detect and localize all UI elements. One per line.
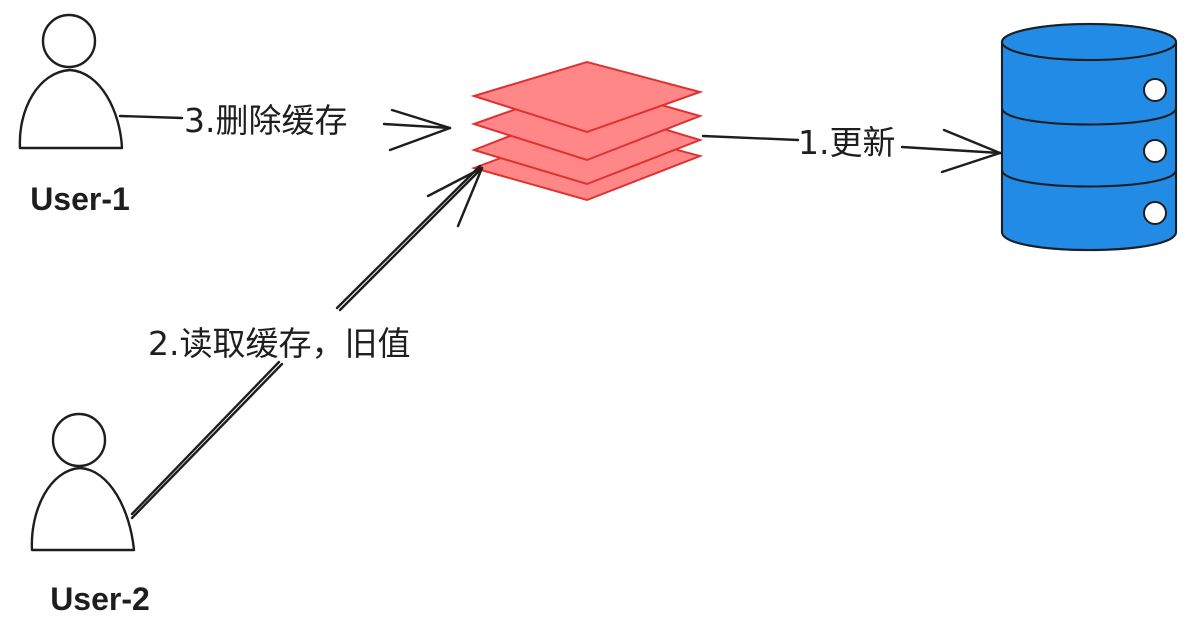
delete-cache-arrow bbox=[118, 108, 452, 152]
user-2-icon bbox=[30, 412, 136, 552]
read-cache-arrow bbox=[130, 164, 484, 520]
cache-layers-icon bbox=[470, 60, 704, 202]
update-arrow bbox=[701, 128, 1002, 174]
delete-cache-label: 3.删除缓存 bbox=[184, 101, 348, 140]
read-cache-label: 2.读取缓存，旧值 bbox=[148, 324, 411, 363]
user-1-label: User-1 bbox=[30, 181, 130, 217]
update-label: 1.更新 bbox=[798, 123, 896, 162]
database-icon bbox=[1000, 22, 1178, 252]
user-2-label: User-2 bbox=[50, 581, 150, 617]
user-1-icon bbox=[18, 13, 124, 150]
